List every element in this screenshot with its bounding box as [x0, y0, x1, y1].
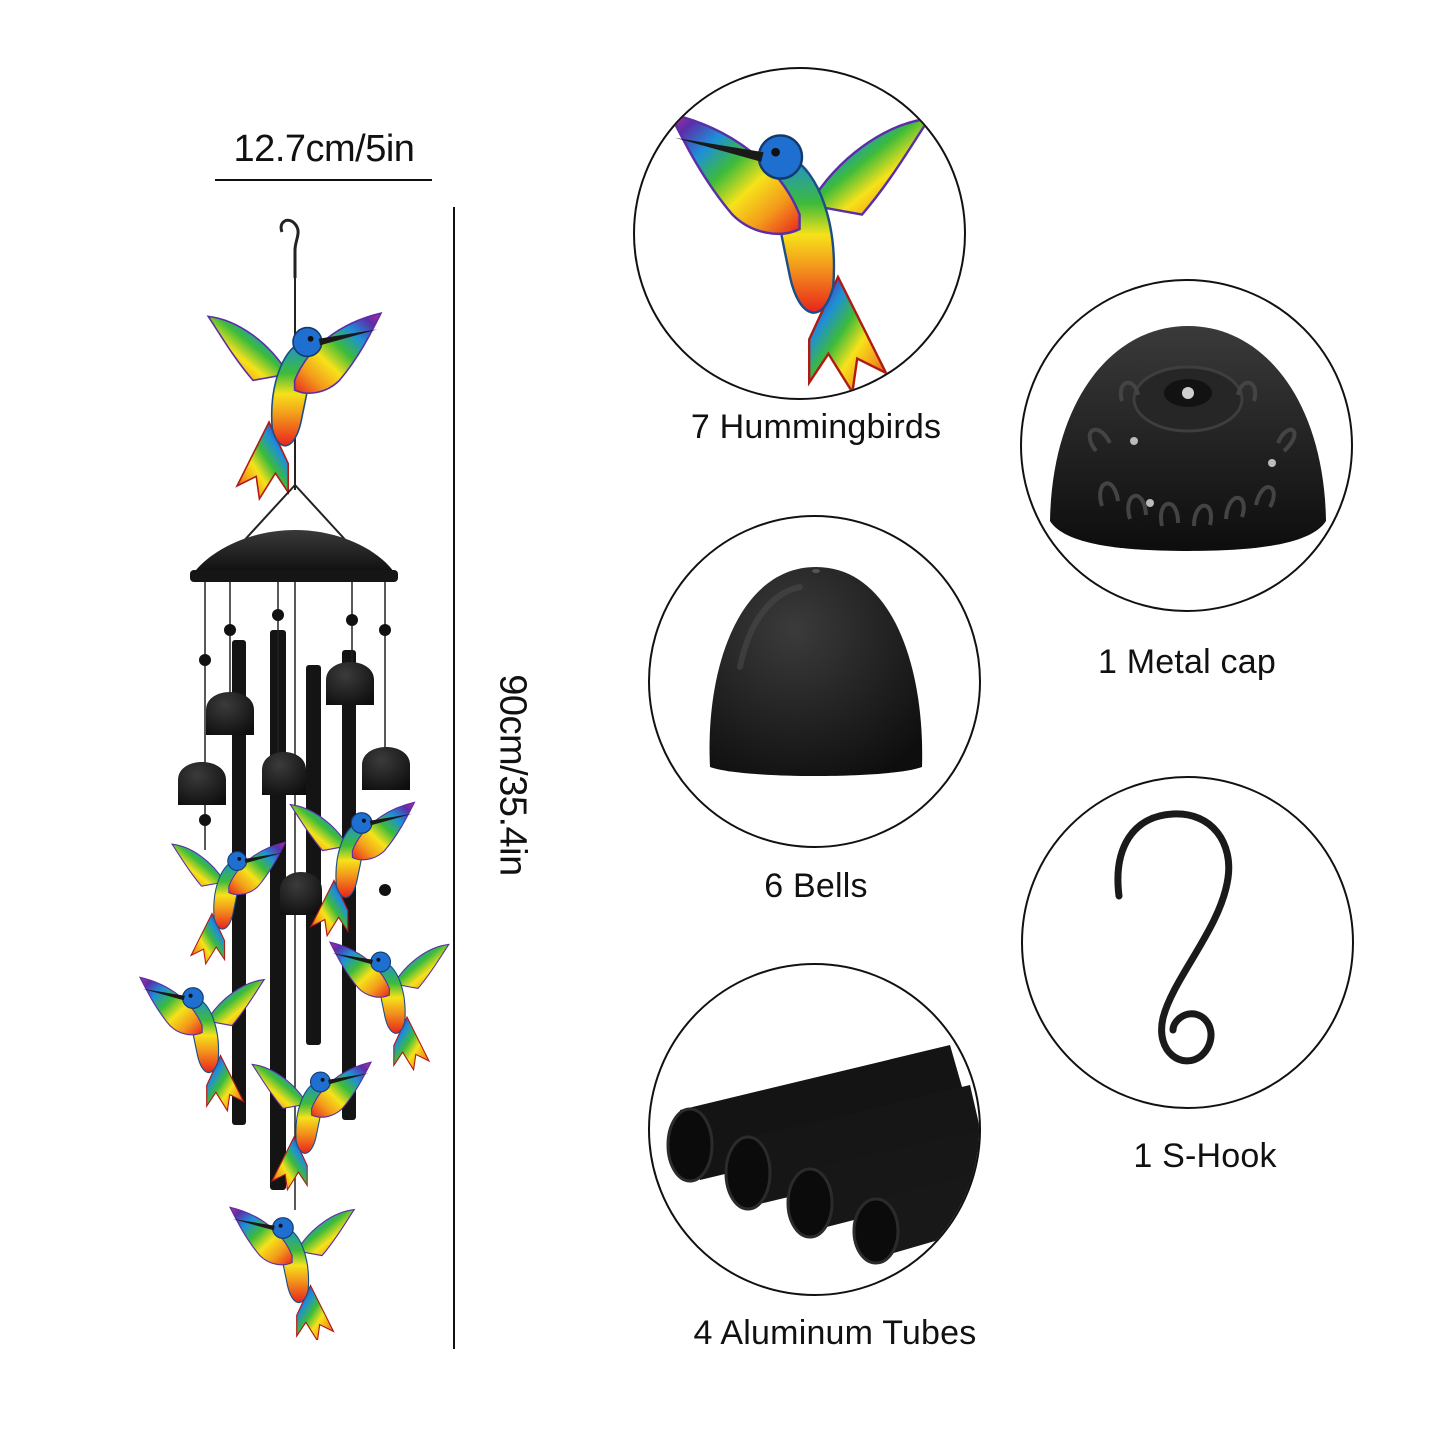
aluminum-tubes-component-circle	[648, 963, 981, 1296]
metal-cap-icon	[1050, 326, 1326, 551]
top-hook-icon	[279, 218, 300, 278]
wind-chime-illustration	[139, 218, 450, 1340]
height-dimension-label: 90cm/35.4in	[491, 674, 534, 876]
bell-icon	[709, 567, 923, 776]
aluminum-tubes-component-label: 4 Aluminum Tubes	[693, 1314, 977, 1352]
s-hook-component-circle	[1021, 776, 1354, 1109]
metal-cap-component-circle	[1020, 279, 1353, 612]
s-hook-icon	[1114, 810, 1233, 1065]
hummingbird-component-circle	[633, 67, 966, 400]
chime-cap-icon	[192, 530, 396, 575]
hummingbird-component-label: 7 Hummingbirds	[690, 408, 942, 446]
bell-component-circle	[648, 515, 981, 848]
width-dimension-line	[215, 179, 432, 181]
chime-bells	[178, 662, 410, 915]
width-dimension-label: 12.7cm/5in	[233, 128, 415, 170]
metal-cap-component-label: 1 Metal cap	[1098, 643, 1276, 681]
height-dimension-line	[453, 207, 455, 1349]
bell-component-label: 6 Bells	[764, 867, 868, 905]
hummingbird-icon	[668, 112, 931, 394]
s-hook-component-label: 1 S-Hook	[1133, 1137, 1277, 1175]
aluminum-tubes-icon	[666, 1045, 979, 1265]
